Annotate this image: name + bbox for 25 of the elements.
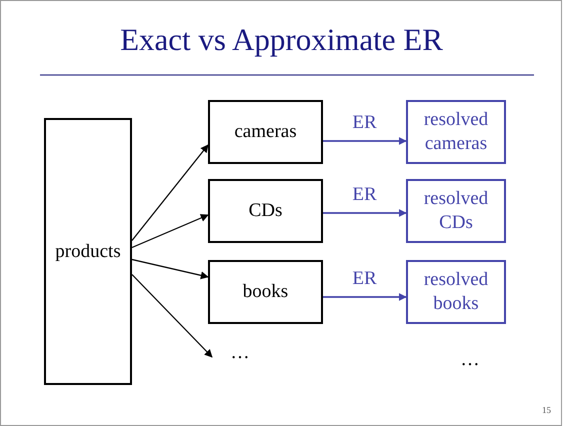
- ellipsis: …: [230, 341, 250, 365]
- result-box: [406, 179, 506, 243]
- arrow: [132, 144, 208, 241]
- arrow: [132, 214, 209, 248]
- arrow: [323, 293, 407, 301]
- page-number: 15: [542, 405, 551, 415]
- arrow: [323, 209, 407, 217]
- box-label: cameras: [234, 120, 297, 144]
- arrow: [132, 258, 209, 280]
- process-box: [208, 260, 323, 324]
- box-label: resolved books: [422, 268, 490, 316]
- box-label: products: [55, 240, 121, 264]
- result-box: [406, 260, 506, 324]
- box-label: books: [242, 280, 288, 304]
- box-label: resolved CDs: [422, 187, 490, 235]
- arrow: [323, 137, 407, 145]
- result-box: [406, 100, 506, 164]
- process-box: [44, 118, 132, 385]
- title: Exact vs Approximate ER: [119, 21, 444, 59]
- box-label: CDs: [248, 199, 282, 223]
- process-box: [208, 179, 323, 243]
- arrow: [132, 274, 213, 358]
- ellipsis: …: [460, 348, 480, 372]
- box-label: resolved cameras: [422, 108, 490, 156]
- process-box: [208, 100, 323, 164]
